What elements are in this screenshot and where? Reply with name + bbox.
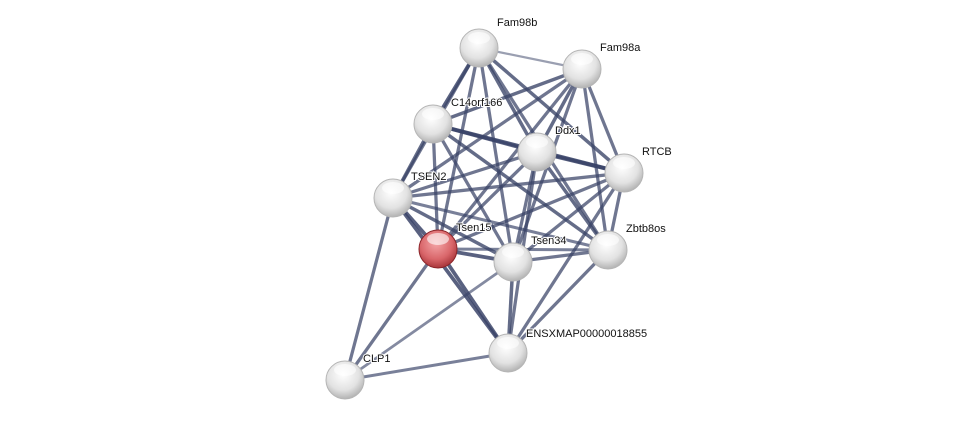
edge-TSEN2-CLP1[interactable] [343, 197, 395, 381]
node-label: TSEN2 [411, 171, 446, 183]
node-Fam98b[interactable]: Fam98b [459, 16, 538, 68]
edge-C14orf166-Tsen34[interactable] [431, 123, 515, 263]
node-highlight [422, 108, 444, 120]
node-label: CLP1 [363, 353, 391, 365]
node-highlight [334, 364, 356, 376]
edge-ENSXMAP00000018855-CLP1[interactable] [344, 351, 509, 382]
edge-Ddx1-Zbtb8os[interactable] [535, 150, 610, 252]
node-TSEN2[interactable]: TSEN2 [373, 170, 447, 218]
node-label: Ddx1 [555, 125, 581, 137]
node-highlight [502, 246, 524, 258]
node-highlight [571, 53, 593, 65]
edge-Zbtb8os-ENSXMAP00000018855[interactable] [506, 248, 610, 355]
node-label: Tsen15 [456, 222, 491, 234]
node-Tsen34[interactable]: Tsen34 [493, 234, 567, 282]
node-highlight [526, 136, 548, 148]
edge-C14orf166-Tsen15[interactable] [431, 123, 440, 250]
edge-Ddx1-Tsen15[interactable] [436, 150, 539, 251]
node-highlight [427, 233, 449, 245]
node-C14orf166[interactable]: C14orf166 [413, 96, 503, 144]
node-highlight [468, 32, 490, 44]
node-Tsen15[interactable]: Tsen15 [418, 221, 492, 269]
edge-Fam98b-Tsen15[interactable] [436, 47, 481, 250]
node-label: ENSXMAP00000018855 [526, 328, 647, 340]
edge-Fam98b-RTCB[interactable] [477, 46, 626, 175]
edge-Ddx1-TSEN2[interactable] [392, 150, 538, 200]
edge-RTCB-TSEN2[interactable] [392, 171, 625, 200]
edge-TSEN2-Tsen34[interactable] [392, 196, 514, 264]
edge-RTCB-ENSXMAP00000018855[interactable] [506, 172, 626, 354]
node-highlight [382, 182, 404, 194]
edge-RTCB-Tsen34[interactable] [511, 171, 626, 264]
node-label: Tsen34 [531, 235, 566, 247]
node-CLP1[interactable]: CLP1 [325, 352, 392, 400]
edge-Fam98a-Zbtb8os[interactable] [580, 68, 610, 251]
node-ENSXMAP00000018855[interactable]: ENSXMAP00000018855 [488, 327, 648, 373]
edge-Tsen15-ENSXMAP00000018855[interactable] [436, 247, 510, 355]
edge-TSEN2-Zbtb8os[interactable] [392, 196, 609, 252]
node-Zbtb8os[interactable]: Zbtb8os [588, 222, 667, 270]
node-label: Fam98a [600, 42, 641, 54]
node-label: RTCB [642, 146, 672, 158]
node-highlight [597, 234, 619, 246]
node-label: Fam98b [497, 17, 537, 29]
edge-RTCB-Tsen15[interactable] [437, 171, 625, 251]
edge-C14orf166-Zbtb8os[interactable] [431, 122, 610, 252]
edge-Tsen15-CLP1[interactable] [343, 248, 440, 381]
node-RTCB[interactable]: RTCB [604, 145, 673, 193]
node-Ddx1[interactable]: Ddx1 [517, 124, 582, 172]
edge-Fam98a-C14orf166[interactable] [432, 67, 583, 126]
node-highlight [497, 337, 519, 349]
edge-Fam98a-TSEN2[interactable] [392, 67, 583, 200]
node-label: Zbtb8os [626, 223, 666, 235]
node-highlight [613, 157, 635, 169]
node-Fam98a[interactable]: Fam98a [562, 41, 642, 89]
node-label: C14orf166 [451, 97, 502, 109]
edge-Tsen34-CLP1[interactable] [344, 260, 514, 382]
